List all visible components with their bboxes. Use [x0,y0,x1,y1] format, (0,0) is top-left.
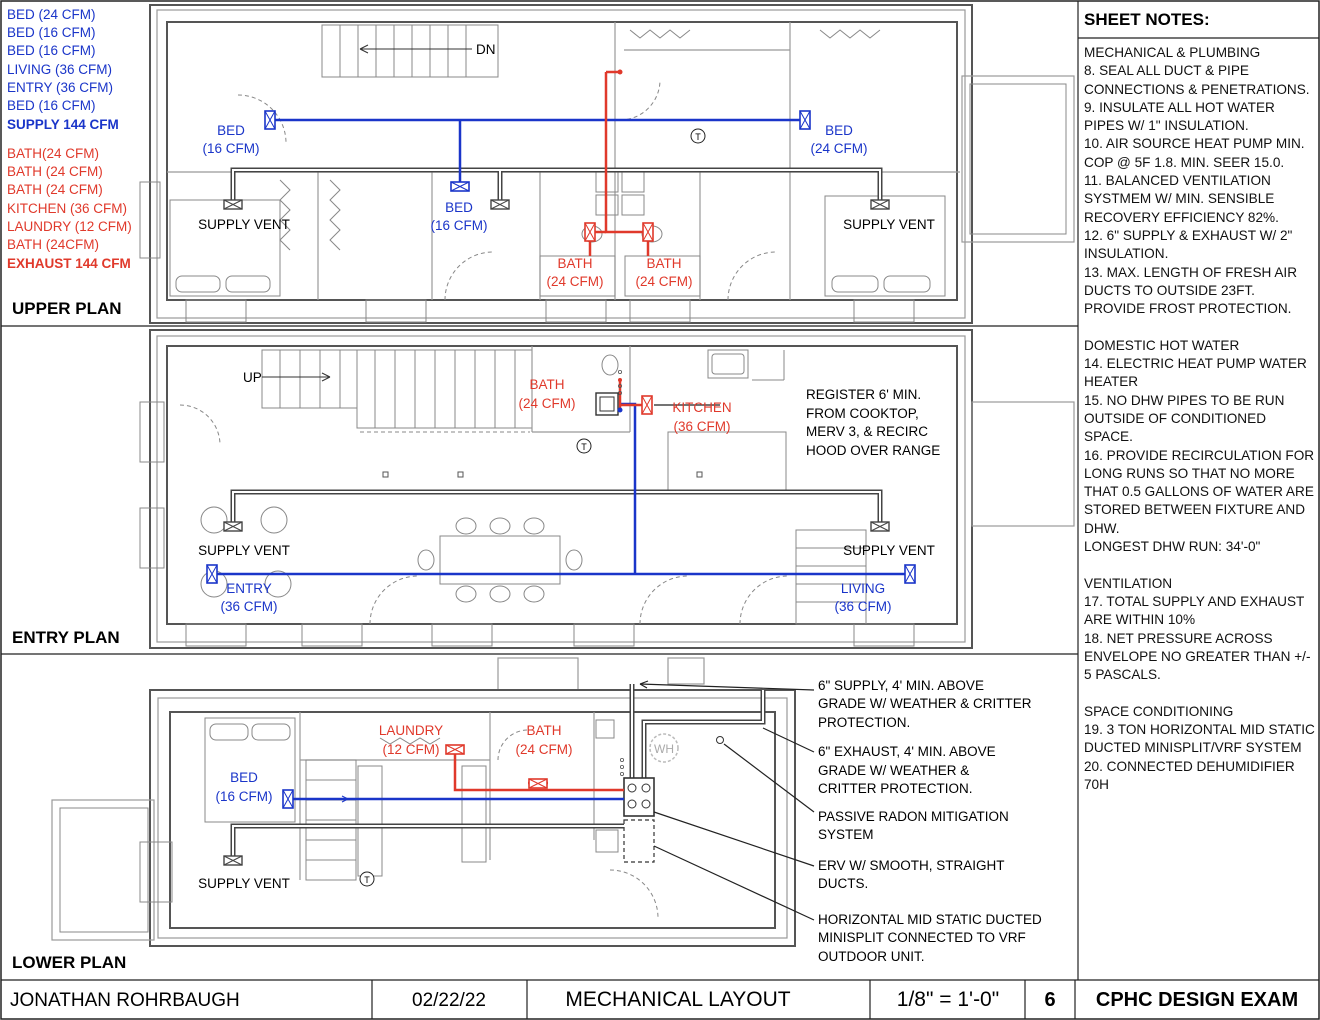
legend-supply-item: BED (16 CFM) [7,25,96,40]
callout-radon: SYSTEM [818,827,874,842]
bed-cfm: (16 CFM) [203,141,260,156]
lower-plan: WH T [12,657,1042,972]
bath-label: BATH [646,256,681,271]
upper-plan: DN [12,4,1075,324]
bed-cfm: (24 CFM) [811,141,868,156]
callout-erv: DUCTS. [818,876,868,891]
bath-cfm: (24 CFM) [516,742,573,757]
legend-exhaust-item: BATH (24 CFM) [7,164,103,179]
supply-total: SUPPLY 144 CFM [7,117,119,132]
water-heater-label: WH [654,742,674,756]
callout-radon: PASSIVE RADON MITIGATION [818,809,1009,824]
bed-label: BED [230,770,258,785]
stair-up-label: UP [243,370,262,385]
callout-exhaust: 6" EXHAUST, 4' MIN. ABOVE [818,744,996,759]
callout-erv: ERV W/ SMOOTH, STRAIGHT [818,858,1005,873]
legend-exhaust-item: KITCHEN (36 CFM) [7,201,127,216]
sheet-title: MECHANICAL LAYOUT [565,988,790,1011]
legend-supply-item: BED (24 CFM) [7,7,96,22]
laundry-cfm: (12 CFM) [383,742,440,757]
sheet-date: 02/22/22 [412,990,486,1011]
sheet-notes-title: SHEET NOTES: [1084,10,1210,29]
bed-cfm: (16 CFM) [216,789,273,804]
sheet-notes-body: MECHANICAL & PLUMBING 8. SEAL ALL DUCT &… [1084,45,1315,792]
author-name: JONATHAN ROHRBAUGH [10,990,240,1011]
bed-label: BED [445,200,473,215]
register-note-line: MERV 3, & RECIRC [806,424,928,439]
bed-label: BED [217,123,245,138]
bed-cfm: (16 CFM) [431,218,488,233]
bath-label: BATH [557,256,592,271]
legend-supply-item: BED (16 CFM) [7,43,96,58]
bath-cfm: (24 CFM) [547,274,604,289]
entry-label: ENTRY [226,581,272,596]
callout-exhaust: GRADE W/ WEATHER & [818,763,969,778]
bath-cfm: (24 CFM) [519,396,576,411]
callout-minisplit: HORIZONTAL MID STATIC DUCTED [818,912,1042,927]
legend-supply-item: LIVING (36 CFM) [7,62,112,77]
stair-down-label: DN [476,42,496,57]
register-note-line: HOOD OVER RANGE [806,443,940,458]
sheet-number: 6 [1044,989,1055,1011]
callout-supply: GRADE W/ WEATHER & CRITTER [818,696,1032,711]
cfm-legend: BED (24 CFM) BED (16 CFM) BED (16 CFM) L… [7,7,132,271]
lower-plan-title: LOWER PLAN [12,953,126,972]
sheet-scale: 1/8" = 1'-0" [897,988,999,1011]
exhaust-total: EXHAUST 144 CFM [7,256,131,271]
legend-supply-item: ENTRY (36 CFM) [7,80,113,95]
supply-vent-label: SUPPLY VENT [843,217,935,232]
bath-cfm: (24 CFM) [636,274,693,289]
kitchen-cfm: (36 CFM) [674,419,731,434]
entry-cfm: (36 CFM) [221,599,278,614]
callout-supply: PROTECTION. [818,715,910,730]
register-note-line: FROM COOKTOP, [806,406,919,421]
legend-supply-item: BED (16 CFM) [7,98,96,113]
bath-label: BATH [526,723,561,738]
bed-label: BED [825,123,853,138]
thermostat-icon: T [695,132,701,142]
callout-minisplit: MINISPLIT CONNECTED TO VRF [818,930,1026,945]
supply-vent-label: SUPPLY VENT [198,217,290,232]
supply-vent-label: SUPPLY VENT [843,543,935,558]
project-name: CPHC DESIGN EXAM [1096,989,1298,1011]
register-note-line: REGISTER 6' MIN. [806,387,921,402]
legend-exhaust-item: BATH(24 CFM) [7,146,99,161]
living-cfm: (36 CFM) [835,599,892,614]
legend-exhaust-item: BATH (24CFM) [7,237,99,252]
callout-minisplit: OUTDOOR UNIT. [818,949,925,964]
laundry-label: LAUNDRY [379,723,443,738]
bath-label: BATH [529,377,564,392]
thermostat-icon: T [581,442,587,452]
callout-supply: 6" SUPPLY, 4' MIN. ABOVE [818,678,984,693]
legend-exhaust-item: BATH (24 CFM) [7,182,103,197]
living-label: LIVING [841,581,885,596]
thermostat-icon: T [364,875,370,885]
entry-plan-title: ENTRY PLAN [12,628,120,647]
callout-exhaust: CRITTER PROTECTION. [818,781,973,796]
title-block: JONATHAN ROHRBAUGH 02/22/22 MECHANICAL L… [10,988,1298,1011]
legend-exhaust-item: LAUNDRY (12 CFM) [7,219,132,234]
upper-plan-title: UPPER PLAN [12,299,122,318]
supply-vent-label: SUPPLY VENT [198,876,290,891]
kitchen-label: KITCHEN [672,400,731,415]
supply-vent-label: SUPPLY VENT [198,543,290,558]
entry-plan: UP [12,329,1075,649]
